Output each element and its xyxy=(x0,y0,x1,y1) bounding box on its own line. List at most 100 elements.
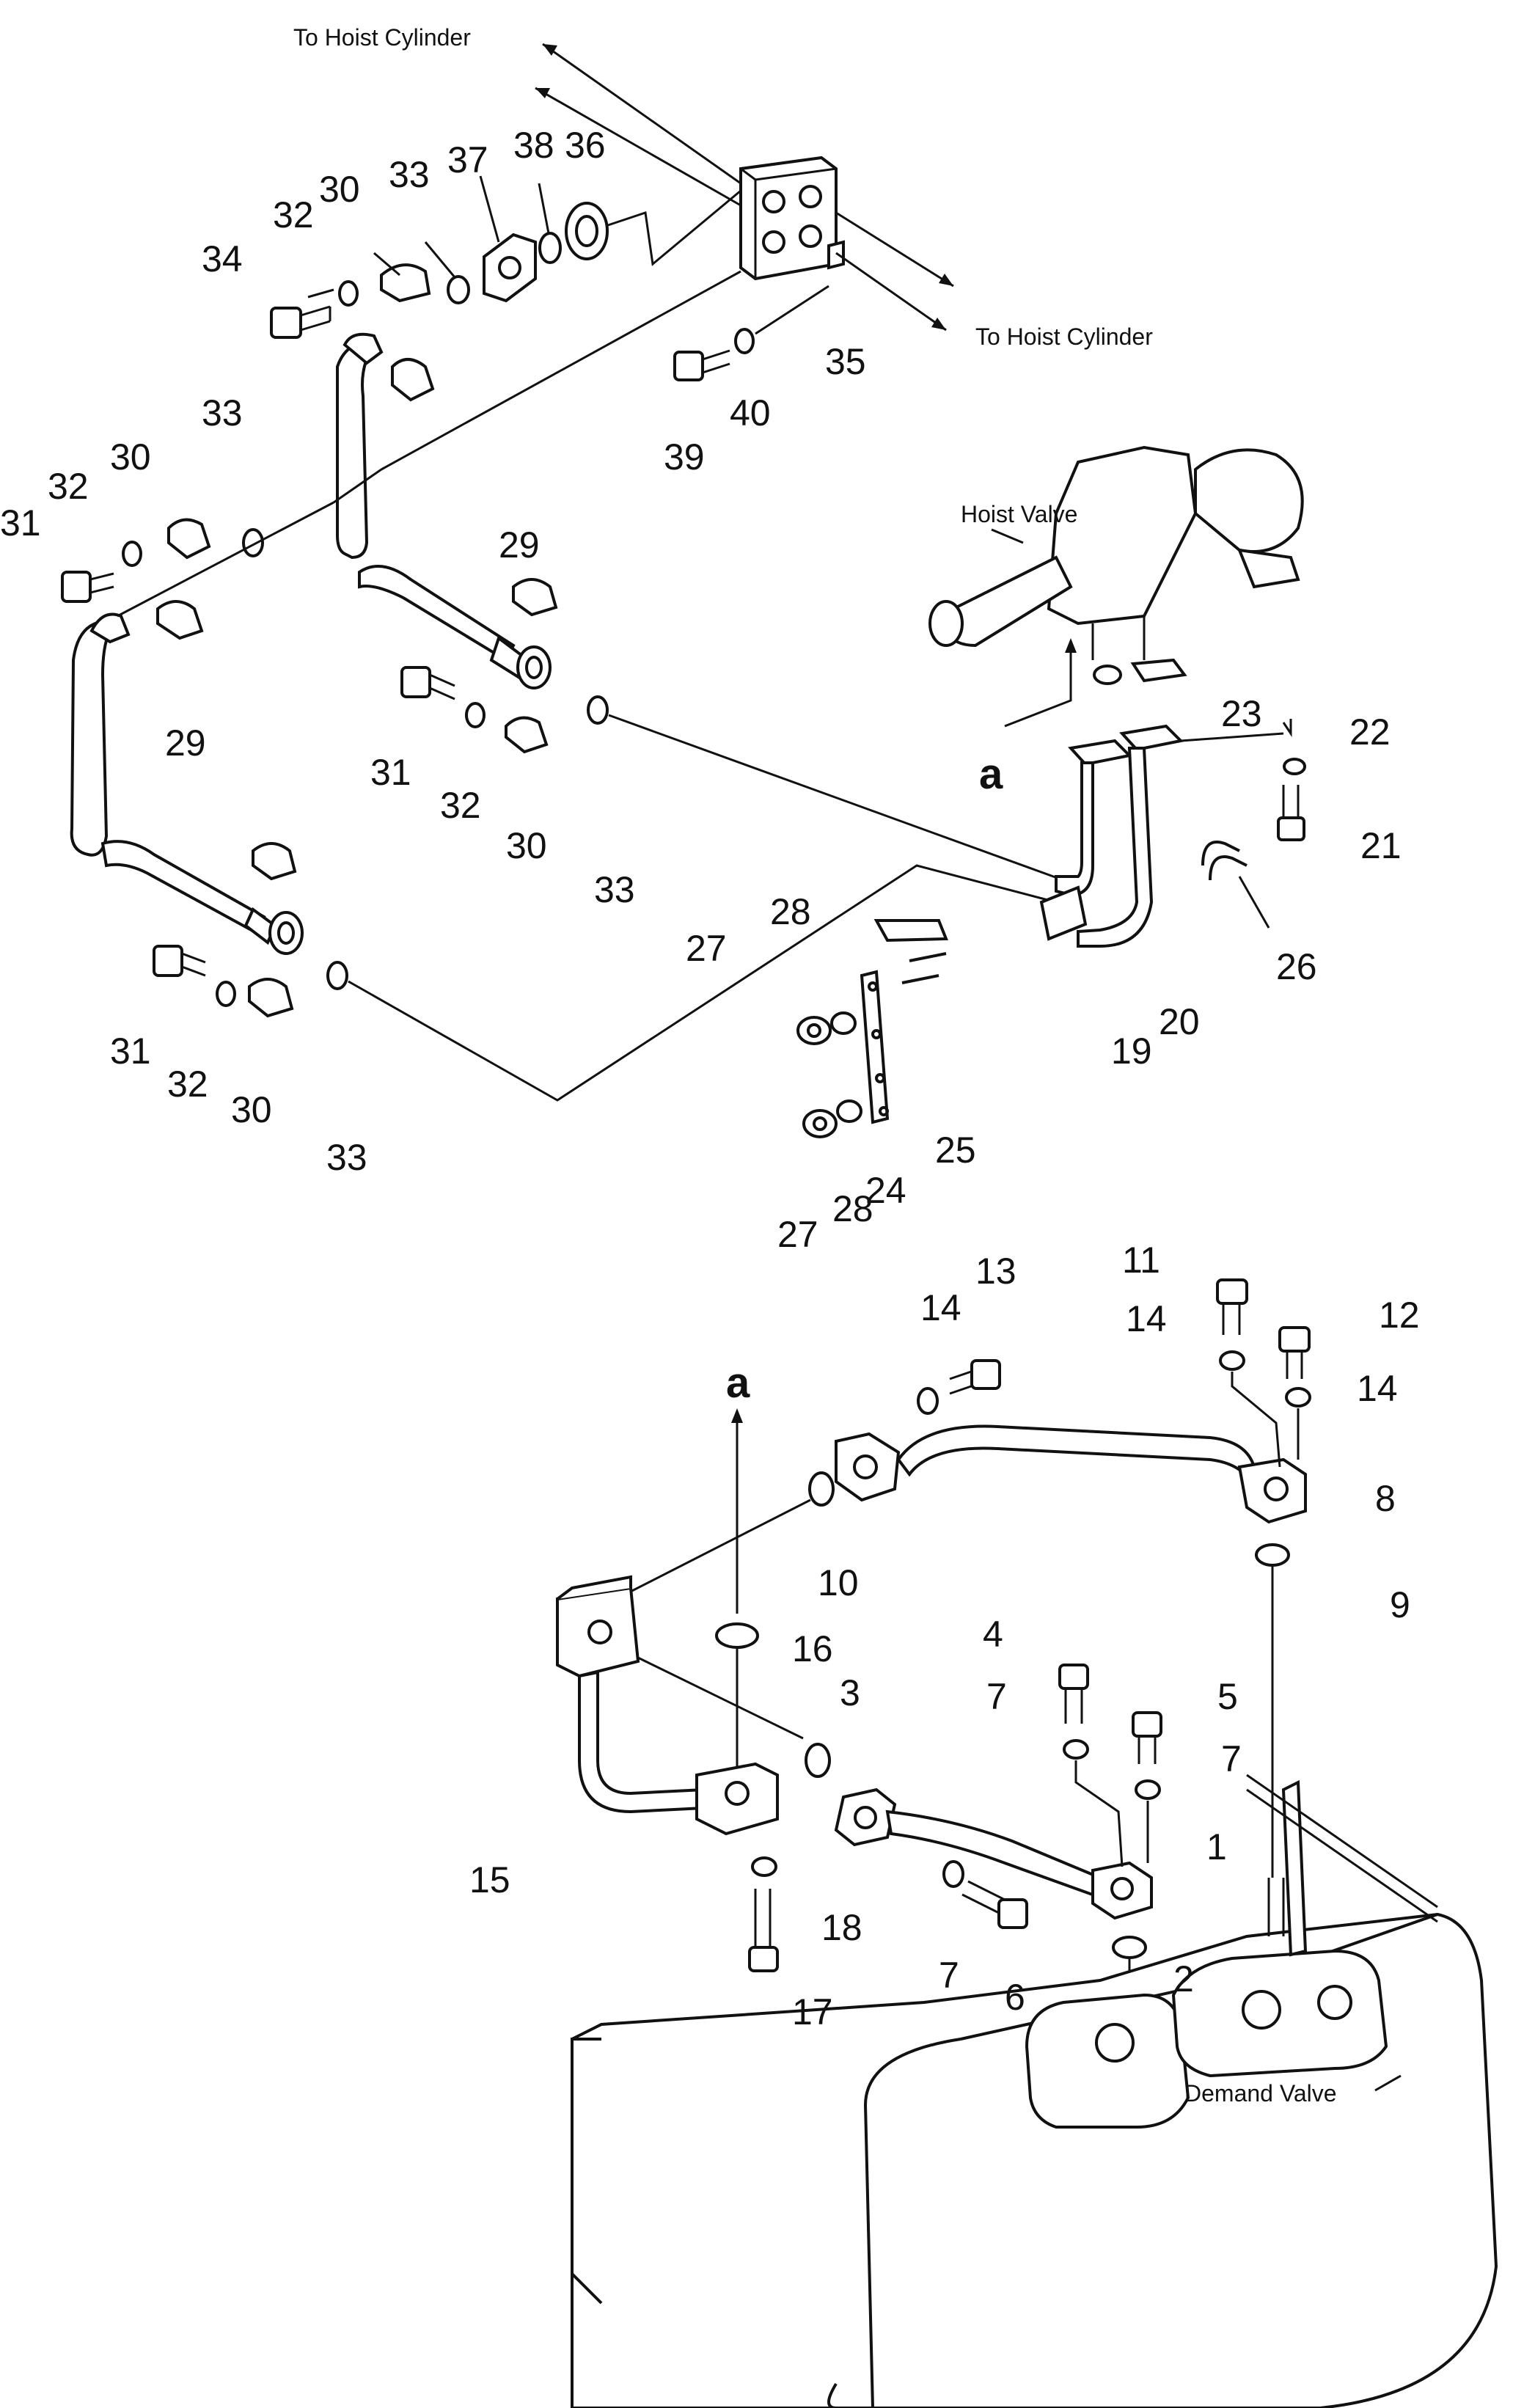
callout-18: 18 xyxy=(821,1907,862,1948)
callout-6: 6 xyxy=(1005,1977,1025,2018)
callout-27: 27 xyxy=(777,1214,818,1255)
tube-15 xyxy=(556,1575,779,1836)
callout-2: 2 xyxy=(1173,1958,1194,1999)
callout-32: 32 xyxy=(48,466,89,507)
callout-3: 3 xyxy=(840,1672,860,1713)
part-32-washer-c xyxy=(465,702,486,728)
callout-30: 30 xyxy=(231,1089,272,1130)
part-22-washer xyxy=(1283,758,1306,775)
callout-31: 31 xyxy=(110,1031,151,1072)
callout-32: 32 xyxy=(440,785,481,826)
callout-29: 29 xyxy=(499,524,540,566)
part-27-nut-b xyxy=(802,1109,838,1138)
part-26-ubolt xyxy=(1201,841,1248,881)
callout-28: 28 xyxy=(832,1188,873,1229)
part-40-washer xyxy=(734,328,755,354)
part-24-plate xyxy=(860,970,890,1124)
callout-38: 38 xyxy=(513,125,554,166)
marker-a-lower: a xyxy=(726,1359,750,1407)
part-7-washer-c xyxy=(942,1860,964,1888)
callout-11: 11 xyxy=(1122,1240,1160,1281)
callout-7: 7 xyxy=(986,1676,1007,1717)
part-30-clamp-b xyxy=(391,358,435,402)
callout-29: 29 xyxy=(165,722,206,764)
part-14-washer-c xyxy=(1285,1387,1311,1408)
part-23-oring xyxy=(1093,665,1122,685)
part-17-bolt xyxy=(748,1889,779,1972)
callout-32: 32 xyxy=(167,1064,208,1105)
hoist-valve xyxy=(928,445,1304,660)
callout-37: 37 xyxy=(447,139,488,180)
part-31-bolt-c xyxy=(153,945,206,977)
part-12-bolt xyxy=(1278,1326,1311,1379)
part-16-oring xyxy=(715,1622,759,1649)
part-4-bolt xyxy=(1058,1664,1089,1724)
part-27-nut-a xyxy=(796,1016,832,1045)
part-5-bolt xyxy=(1132,1711,1162,1764)
callout-4: 4 xyxy=(983,1614,1003,1655)
callout-30: 30 xyxy=(319,169,360,210)
callout-10: 10 xyxy=(818,1562,859,1603)
marker-a-upper: a xyxy=(979,750,1003,798)
callout-40: 40 xyxy=(730,392,771,433)
callout-16: 16 xyxy=(792,1628,833,1669)
caption-to-hoist-cylinder-top: To Hoist Cylinder xyxy=(293,24,471,51)
part-21-bolt xyxy=(1277,785,1305,841)
callout-35: 35 xyxy=(825,341,866,382)
callout-7: 7 xyxy=(1221,1738,1242,1779)
part-30-clamp-c xyxy=(167,518,211,560)
part-3-oring xyxy=(805,1743,831,1778)
callout-26: 26 xyxy=(1276,946,1317,987)
part-32-washer-b xyxy=(122,541,142,567)
callout-33: 33 xyxy=(389,154,430,195)
tube-8 xyxy=(835,1424,1307,1524)
callout-30: 30 xyxy=(110,436,151,477)
part-34-bolt xyxy=(270,305,331,339)
part-31-bolt-b xyxy=(400,666,455,700)
callout-19: 19 xyxy=(1111,1031,1152,1072)
arrow-to-hoist-cylinder-right xyxy=(835,211,954,332)
hose-left-vertical xyxy=(70,612,131,857)
callout-33: 33 xyxy=(594,869,635,910)
part-28-washer-a xyxy=(830,1011,857,1035)
callout-8: 8 xyxy=(1375,1478,1396,1519)
part-32-washer-d xyxy=(216,981,236,1007)
callout-39: 39 xyxy=(664,436,705,477)
callout-34: 34 xyxy=(202,238,243,279)
part-14-washer-a xyxy=(917,1387,939,1415)
callout-23: 23 xyxy=(1221,693,1262,734)
hose-29-lower xyxy=(100,840,304,955)
part-33-oring-b xyxy=(242,528,264,557)
part-30-clamp-a xyxy=(380,263,431,303)
part-30-clamp-f xyxy=(505,716,549,754)
part-39-bolt xyxy=(673,349,730,381)
callout-31: 31 xyxy=(0,502,41,544)
tube-1 xyxy=(834,1787,1153,1920)
part-11-bolt xyxy=(1216,1278,1248,1335)
part-23-gasket xyxy=(1130,658,1187,683)
callout-27: 27 xyxy=(686,928,727,969)
part-31-bolt-a xyxy=(61,571,114,603)
callout-14: 14 xyxy=(1357,1368,1398,1409)
callout-33: 33 xyxy=(326,1137,367,1178)
hose-upper-vertical xyxy=(336,332,384,560)
part-32-washer-a xyxy=(338,280,359,307)
callout-32: 32 xyxy=(273,194,314,235)
part-2-oring xyxy=(1112,1936,1147,1959)
part-18-washer xyxy=(751,1856,777,1877)
part-30-clamp-h xyxy=(248,978,294,1018)
part-30-clamp-e xyxy=(512,578,558,617)
callout-28: 28 xyxy=(770,891,811,932)
callout-14: 14 xyxy=(1126,1298,1167,1339)
part-6-bolt xyxy=(961,1880,1028,1929)
part-14-washer-b xyxy=(1219,1350,1245,1371)
callout-13: 13 xyxy=(975,1251,1016,1292)
part-30-clamp-d xyxy=(156,600,204,640)
part-10-oring xyxy=(808,1471,835,1507)
callout-36: 36 xyxy=(565,125,606,166)
callout-31: 31 xyxy=(370,752,411,793)
part-7-washer-a xyxy=(1063,1739,1089,1760)
splitter-block xyxy=(739,155,845,281)
